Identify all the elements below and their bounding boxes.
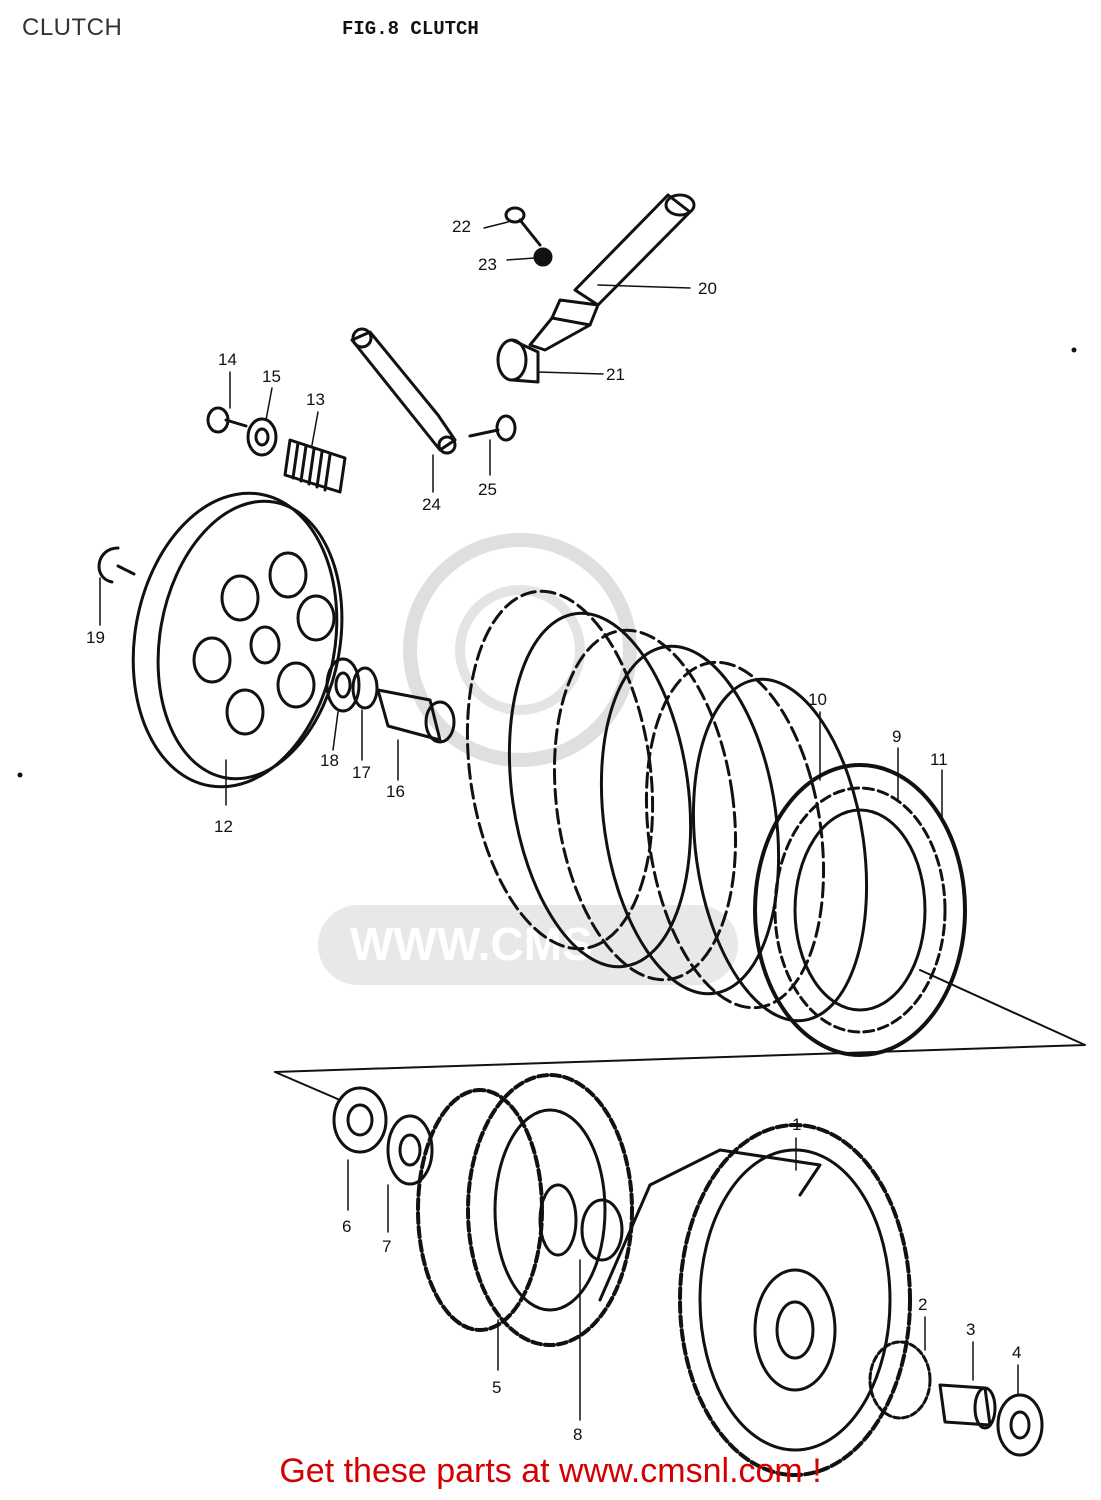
- figure-title: FIG.8 CLUTCH: [342, 18, 479, 40]
- washer-8: [580, 1198, 624, 1262]
- release-lever: [350, 327, 457, 455]
- callout-5: 5: [492, 1378, 501, 1397]
- callout-7: 7: [382, 1237, 391, 1256]
- guide-line: [274, 1071, 341, 1101]
- callout-25: 25: [478, 480, 497, 499]
- callout-9: 9: [892, 727, 901, 746]
- needle-bearing-2: [868, 1340, 932, 1420]
- lock-washer-7: [386, 1114, 434, 1186]
- bolt-25: [468, 414, 517, 442]
- callout-6: 6: [342, 1217, 351, 1236]
- callout-18: 18: [320, 751, 339, 770]
- callout-16: 16: [386, 782, 405, 801]
- circlip-19: [97, 546, 136, 584]
- spacer-3: [938, 1383, 997, 1430]
- callout-11: 11: [930, 750, 948, 769]
- seal-21: [496, 338, 540, 384]
- callout-2: 2: [918, 1295, 927, 1314]
- callout-14: 14: [218, 350, 237, 369]
- callout-12: 12: [214, 817, 233, 836]
- stray-dot: [17, 772, 23, 778]
- nut-6: [332, 1086, 388, 1154]
- watermark-text: WWW.CMS: [350, 918, 593, 970]
- page-title: CLUTCH: [22, 14, 123, 41]
- release-shaft: [528, 193, 696, 352]
- washer-4: [996, 1393, 1044, 1457]
- callout-24: 24: [422, 495, 441, 514]
- bearing-18: [325, 657, 361, 713]
- cta-link[interactable]: Get these parts at www.cmsnl.com !: [279, 1452, 822, 1490]
- callout-numbers: 22 23 20 21 14 15 13 24 25 19 12 18 17 1…: [86, 217, 1021, 1444]
- clutch-sleeve-hub: [416, 1073, 634, 1347]
- washer-23: [533, 247, 553, 267]
- clutch-plate-stack: [465, 589, 967, 1057]
- ring-17: [351, 666, 379, 710]
- spring-13: [283, 438, 347, 494]
- callout-22: 22: [452, 217, 471, 236]
- callout-17: 17: [352, 763, 371, 782]
- callout-3: 3: [966, 1320, 975, 1339]
- callout-10: 10: [808, 690, 827, 709]
- callout-20: 20: [698, 279, 717, 298]
- callout-1: 1: [792, 1115, 801, 1134]
- bolt-22: [504, 206, 542, 247]
- stray-dot: [1071, 347, 1077, 353]
- callout-8: 8: [573, 1425, 582, 1444]
- leader-lines: [99, 221, 1019, 1421]
- callout-4: 4: [1012, 1343, 1021, 1362]
- callout-23: 23: [478, 255, 497, 274]
- pressure-plate: [131, 491, 344, 789]
- clutch-housing: [598, 1123, 912, 1477]
- bolt-14: [206, 406, 248, 434]
- callout-13: 13: [306, 390, 325, 409]
- pushrod-piece-16: [376, 688, 456, 744]
- callout-21: 21: [606, 365, 625, 384]
- guide-line: [274, 969, 1086, 1073]
- callout-19: 19: [86, 628, 105, 647]
- callout-15: 15: [262, 367, 281, 386]
- washer-15: [246, 417, 278, 457]
